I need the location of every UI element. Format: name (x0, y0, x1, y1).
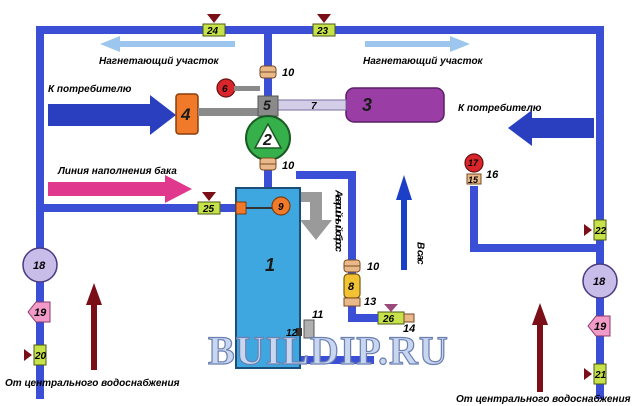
gauge-stem (234, 86, 260, 91)
valve-26 (377, 304, 405, 325)
label-7: 7 (311, 101, 317, 112)
label-11: 11 (312, 309, 323, 321)
valve-24 (202, 14, 226, 37)
label-23: 23 (316, 26, 329, 37)
arrow-to-you (396, 175, 412, 270)
label-22: 22 (594, 226, 607, 237)
gauge-valve-15 (466, 173, 482, 185)
valve-discharge (343, 259, 361, 273)
label-supply-left: Нагнетающий участок (99, 56, 220, 67)
label-5: 5 (263, 97, 271, 113)
label-from-central-left: От центрального водоснабжения (5, 377, 180, 389)
water-meter-left (22, 247, 58, 283)
arrow-emergency-discharge (300, 192, 332, 240)
label-1: 1 (265, 255, 275, 275)
connector-pipe (198, 108, 260, 116)
label-18-left: 18 (33, 260, 46, 272)
arrow-tank-fill (48, 175, 192, 203)
valve-top (259, 65, 277, 79)
pipe-right-branch (470, 186, 604, 252)
label-9: 9 (278, 202, 284, 213)
label-13: 13 (364, 296, 376, 308)
label-3: 3 (362, 95, 372, 115)
label-26: 26 (382, 314, 395, 325)
label-24: 24 (206, 26, 219, 37)
gauge-17 (464, 153, 484, 173)
drain-pipe (303, 319, 315, 339)
arrow-from-central-left (86, 283, 102, 370)
label-20: 20 (34, 351, 47, 362)
filter-right (587, 315, 611, 337)
arrow-from-central-right (532, 303, 548, 392)
label-21: 21 (594, 370, 607, 381)
label-tank-fill-line: Линия наполнения бака (57, 165, 177, 177)
label-to-consumer-left: К потребителю (48, 83, 132, 95)
label-to-you: В сас (415, 242, 426, 265)
valve-23 (312, 14, 336, 37)
tap-14 (403, 313, 415, 323)
valve-22 (584, 219, 607, 241)
label-19-right: 19 (594, 321, 607, 333)
arrow-supply-right (365, 36, 470, 52)
label-14: 14 (403, 323, 415, 335)
motor (345, 87, 445, 123)
valve-25 (197, 192, 221, 215)
label-25: 25 (202, 204, 215, 215)
valve-21 (584, 363, 607, 385)
valve-coupling (343, 297, 361, 307)
label-8: 8 (348, 281, 355, 293)
arrow-to-consumer-left (48, 95, 176, 135)
label-10-top: 10 (282, 67, 295, 79)
label-10-discharge: 10 (367, 261, 380, 273)
label-supply-right: Нагнетающий участок (363, 56, 484, 67)
label-to-consumer-right: К потребителю (458, 102, 542, 114)
label-4: 4 (180, 105, 191, 124)
valve-bottom (259, 157, 277, 171)
float-sensor (271, 196, 291, 216)
label-18-right: 18 (593, 276, 606, 288)
label-16: 16 (486, 169, 499, 181)
label-10-bottom: 10 (282, 160, 295, 172)
arrow-to-consumer-right (508, 110, 594, 146)
label-6: 6 (222, 84, 228, 95)
label-19-left: 19 (34, 307, 47, 319)
label-15: 15 (468, 175, 479, 185)
pipe-to-26 (352, 314, 378, 322)
label-17: 17 (468, 158, 479, 168)
pump-symbol (253, 122, 283, 149)
valve-20 (24, 344, 47, 366)
drain-valve (296, 328, 302, 336)
level-sensor-body (235, 201, 247, 215)
label-2: 2 (262, 132, 272, 149)
water-meter-right (582, 263, 618, 299)
label-12: 12 (286, 328, 298, 339)
label-from-central-right: От центрального водоснабжения (456, 393, 631, 405)
watermark: BUILDIP.RU (208, 328, 449, 373)
label-emergency-discharge: Аварийный сброс (333, 189, 345, 252)
tank (235, 187, 301, 369)
arrow-supply-left (100, 36, 235, 52)
filter-left (27, 301, 51, 323)
